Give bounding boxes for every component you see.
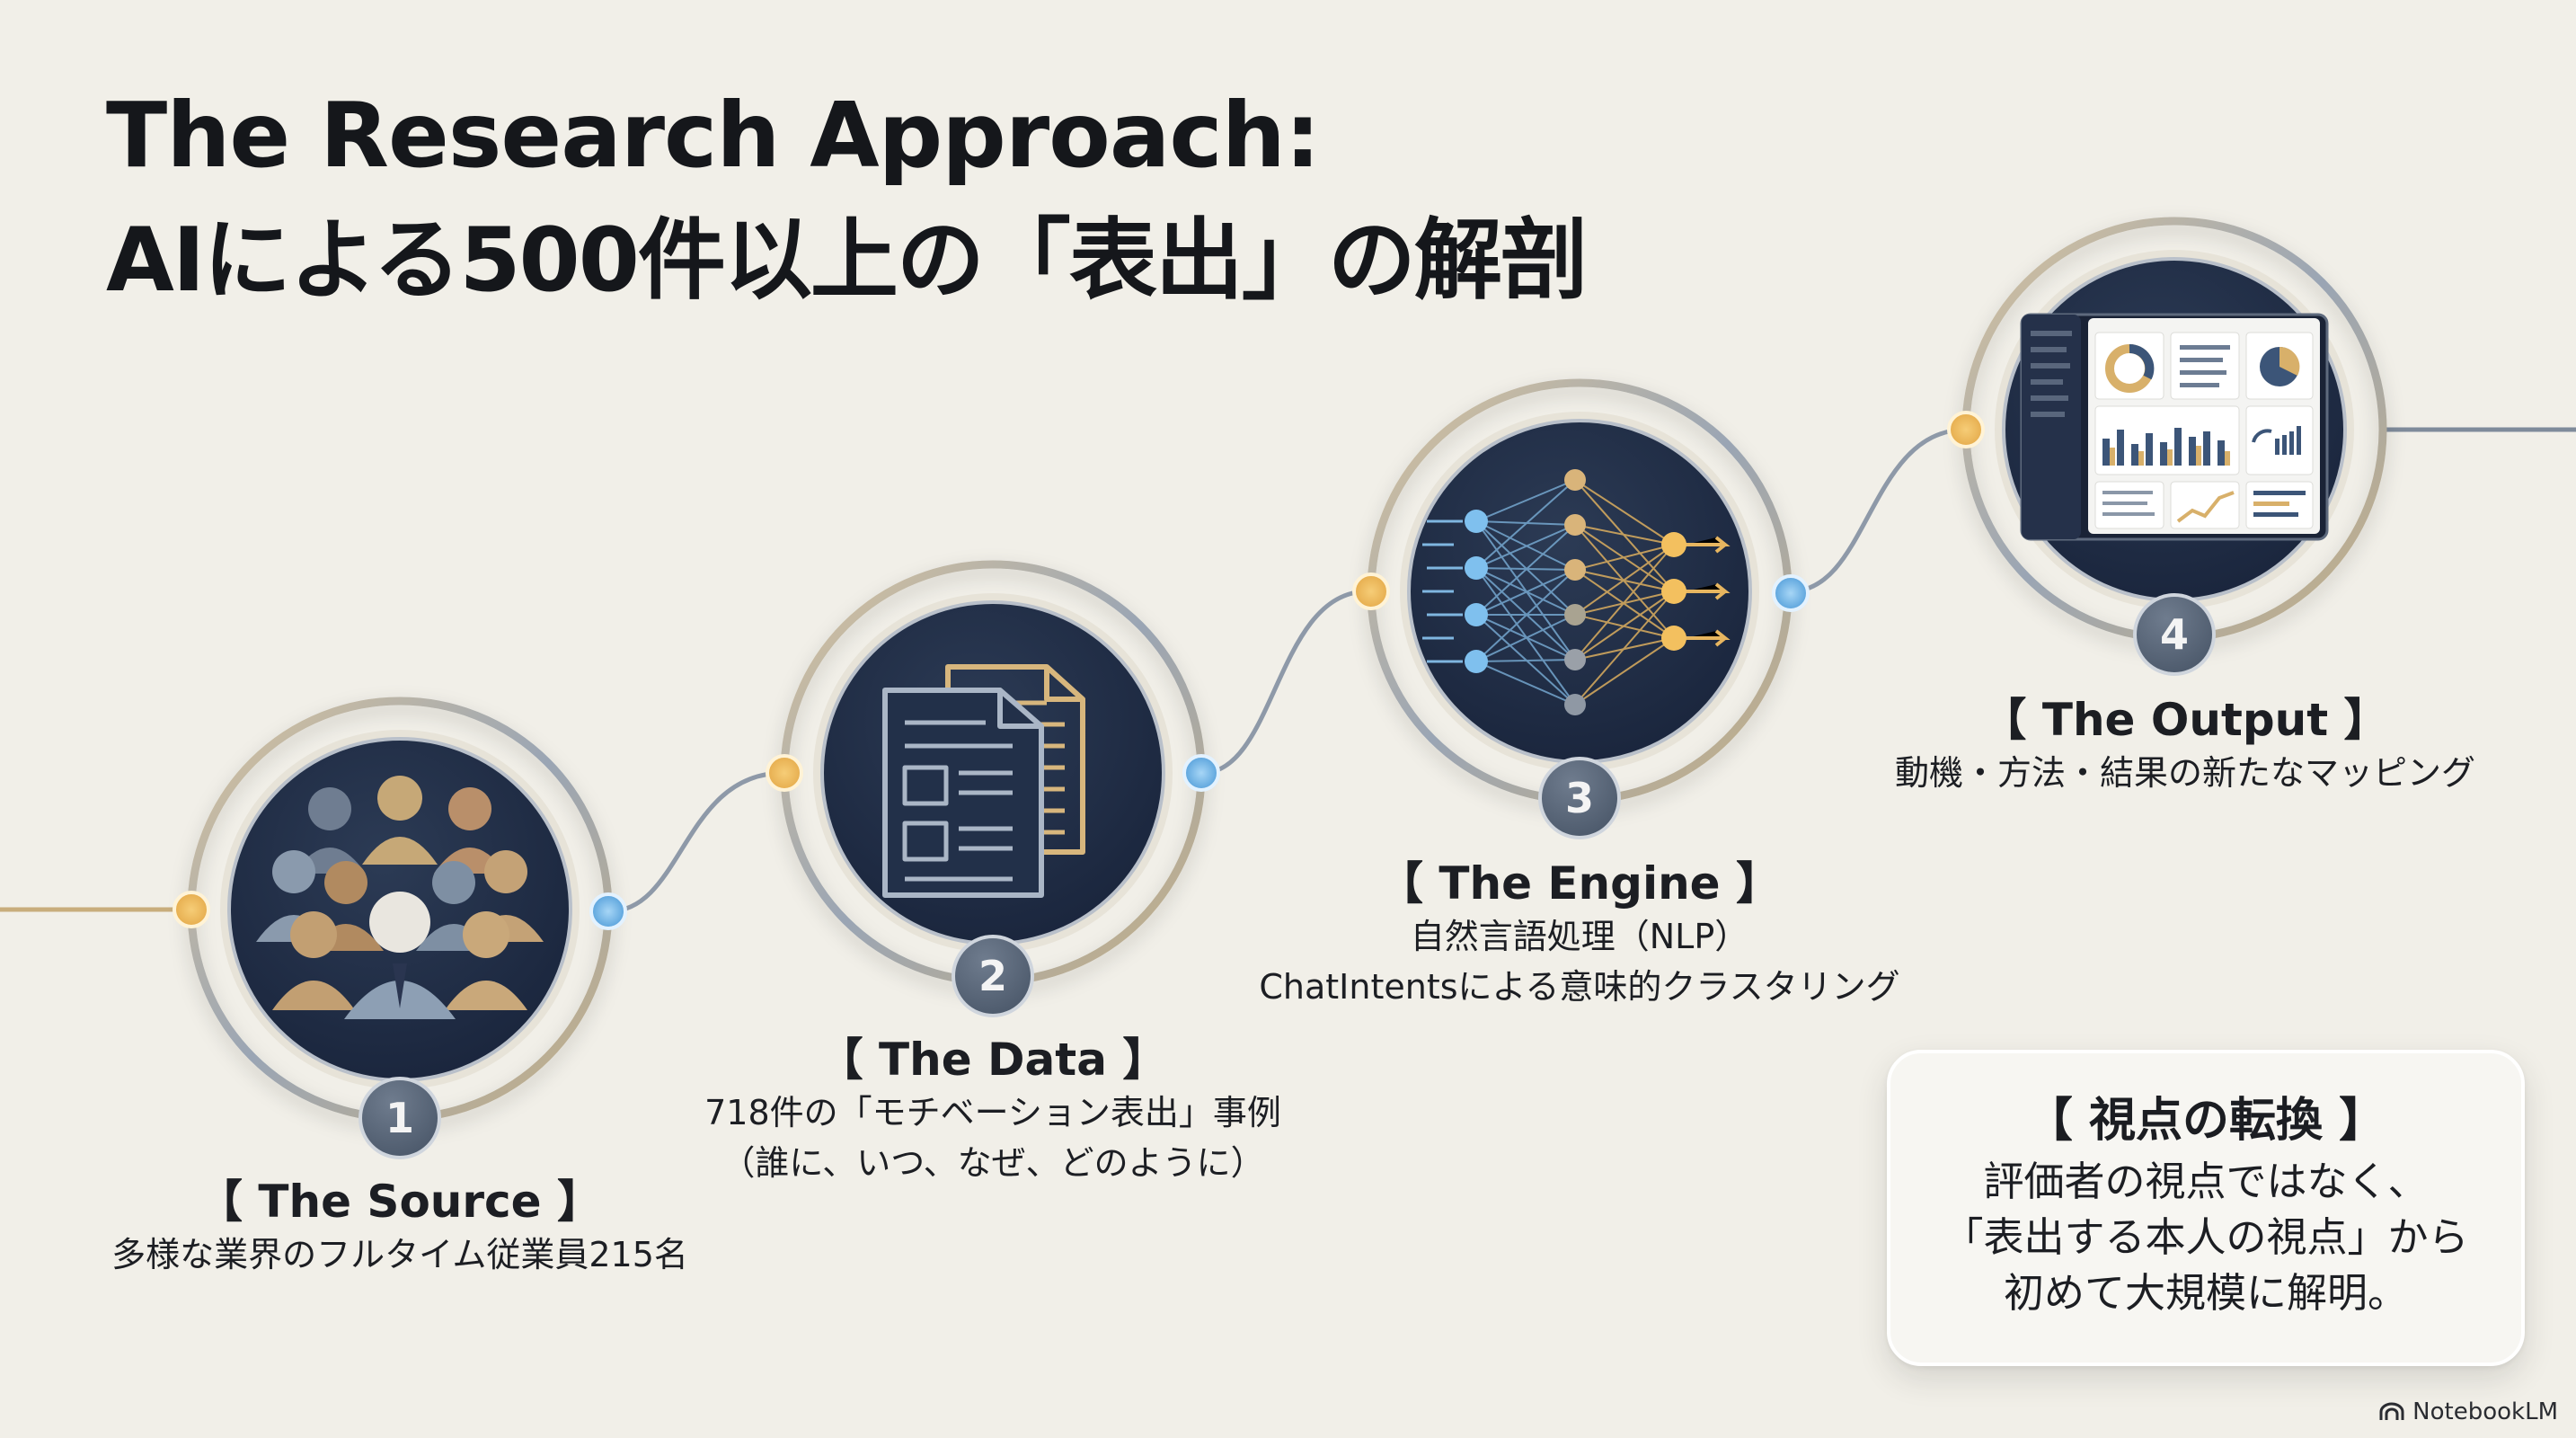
step-desc-2-line-2: （誰に、いつ、なぜ、どのように） (721, 1143, 1265, 1183)
step-label-4: 【 The Output 】 動機・方法・結果の新たなマッピング (1895, 692, 2475, 798)
callout-line-1: 評価者の視点ではなく、 (1983, 1158, 2429, 1205)
page-title-line-2: AIによる500件以上の「表出」の解剖 (106, 209, 1589, 312)
step-label-3: 【 The Engine 】 自然言語処理（NLP） ChatIntentsによ… (1259, 856, 1899, 1012)
connector-path (0, 427, 2576, 914)
documents-icon (882, 664, 1085, 898)
step-badge-3: 3 (1538, 757, 1621, 839)
step-desc-3-line-1: 自然言語処理（NLP） (1410, 917, 1749, 956)
step-node-2: 2 (766, 560, 1220, 1017)
perspective-callout: 【 視点の転換 】 評価者の視点ではなく、 「表出する本人の視点」から 初めて大… (1887, 1050, 2525, 1366)
callout-line-2: 「表出する本人の視点」から (1943, 1213, 2469, 1261)
notebooklm-logo-icon (2379, 1402, 2404, 1420)
step-number-2: 2 (978, 952, 1007, 1000)
callout-title: 【 視点の転換 】 (2025, 1094, 2386, 1148)
neural-network-icon (1422, 469, 1731, 715)
step-badge-4: 4 (2133, 593, 2216, 676)
step-heading-4: 【 The Output 】 (1981, 694, 2389, 746)
step-node-1: 1 (173, 697, 627, 1159)
page-title-line-1: The Research Approach: (106, 83, 1321, 188)
step-node-4: 4 (1947, 217, 2387, 676)
step-heading-3: 【 The Engine 】 (1377, 857, 1782, 910)
step-number-4: 4 (2160, 610, 2189, 659)
step-desc-4-line-1: 動機・方法・結果の新たなマッピング (1894, 753, 2476, 793)
step-desc-1-line-1: 多様な業界のフルタイム従業員215名 (111, 1235, 688, 1274)
step-node-3: 3 (1352, 378, 1810, 839)
step-desc-2-line-1: 718件の「モチベーション表出」事例 (704, 1093, 1281, 1132)
step-heading-2: 【 The Data 】 (818, 1034, 1168, 1086)
step-number-1: 1 (385, 1094, 414, 1142)
callout-line-3: 初めて大規模に解明。 (2003, 1269, 2408, 1317)
brand-name: NotebookLM (2412, 1398, 2558, 1425)
step-desc-3-line-2: ChatIntentsによる意味的クラスタリング (1259, 967, 1900, 1007)
step-label-2: 【 The Data 】 718件の「モチベーション表出」事例 （誰に、いつ、な… (704, 1032, 1281, 1188)
step-label-1: 【 The Source 】 多様な業界のフルタイム従業員215名 (111, 1174, 688, 1280)
step-badge-2: 2 (952, 935, 1034, 1017)
notebooklm-brand[interactable]: NotebookLM (2378, 1398, 2558, 1425)
people-group-icon (256, 776, 544, 1019)
step-badge-1: 1 (359, 1077, 441, 1159)
step-heading-1: 【 The Source 】 (198, 1176, 602, 1228)
step-number-3: 3 (1565, 774, 1594, 822)
dashboard-icon (2020, 313, 2329, 541)
